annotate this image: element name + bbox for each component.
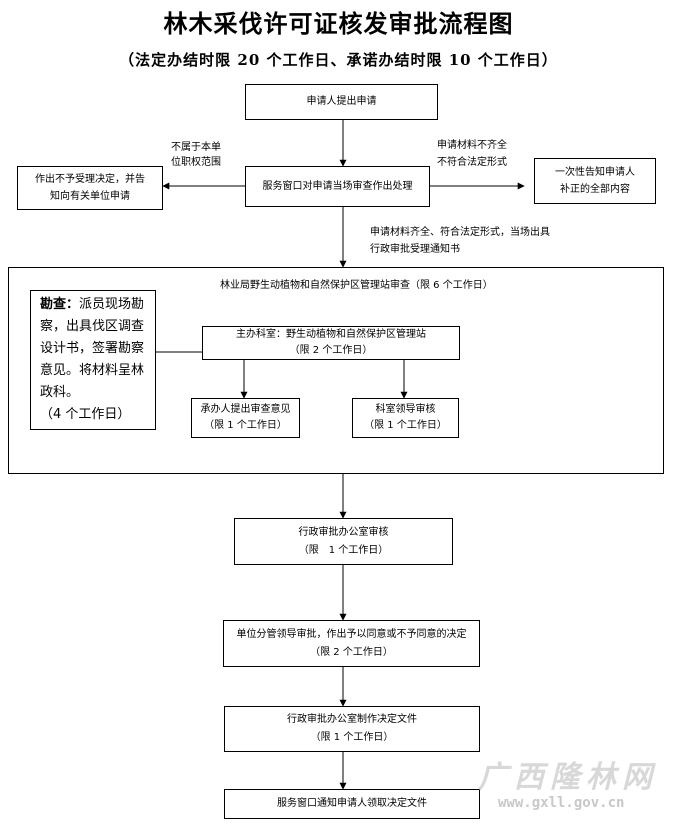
- node-admin-review-line1: 行政审批办公室审核: [298, 526, 389, 538]
- label-incomplete-line1: 申请材料不齐全: [437, 140, 507, 151]
- forestry-review-title: 林业局野生动植物和自然保护区管理站审查（限 6 个工作日）: [220, 280, 493, 291]
- node-handler-opinion-line1: 承办人提出审查意见: [200, 404, 291, 415]
- node-handler-opinion-line2: （限 1 个工作日）: [204, 420, 287, 431]
- site-watermark-url: www.gxll.gov.cn: [498, 795, 625, 811]
- forestry-review-container: [8, 267, 664, 474]
- node-main-office-line1: 主办科室：野生动植物和自然保护区管理站: [236, 329, 426, 340]
- node-window-review: 服务窗口对申请当场审查作出处理: [245, 166, 430, 207]
- node-decision-doc-line1: 行政审批办公室制作决定文件: [287, 714, 417, 725]
- node-unit-leader-line2: （限 2 个工作日）: [310, 646, 393, 658]
- node-unit-leader: 单位分管领导审批，作出予以同意或不予同意的决定 （限 2 个工作日）: [223, 620, 480, 667]
- node-apply-label: 申请人提出申请: [306, 96, 377, 107]
- label-out-of-scope-line2: 位职权范围: [171, 157, 221, 168]
- node-admin-review: 行政审批办公室审核 （限 1 个工作日）: [234, 518, 453, 565]
- survey-limit: （4 个工作日）: [40, 407, 131, 422]
- node-reject-notice-line2: 知向有关单位申请: [50, 191, 130, 202]
- page-subtitle: （法定办结时限 20 个工作日、承诺办结时限 10 个工作日）: [119, 51, 558, 69]
- node-handler-opinion: 承办人提出审查意见 （限 1 个工作日）: [191, 398, 300, 438]
- node-main-office: 主办科室：野生动植物和自然保护区管理站 （限 2 个工作日）: [202, 326, 460, 360]
- node-notify-applicant-label: 服务窗口通知申请人领取决定文件: [277, 798, 427, 809]
- node-decision-doc-line2: （限 1 个工作日）: [310, 732, 394, 743]
- survey-body: 派员现场勘察，出具伐区调查设计书，签署勘察意见。将材料呈林政科。: [40, 297, 145, 400]
- node-reject-notice: 作出不予受理决定，并告 知向有关单位申请: [17, 166, 163, 210]
- site-watermark: 广西隆林网: [478, 760, 658, 795]
- node-apply: 申请人提出申请: [245, 84, 438, 120]
- label-incomplete-line2: 不符合法定形式: [437, 157, 507, 168]
- node-one-time-notice: 一次性告知申请人 补正的全部内容: [534, 158, 656, 204]
- survey-box: 勘查：派员现场勘察，出具伐区调查设计书，签署勘察意见。将材料呈林政科。 （4 个…: [30, 290, 156, 430]
- label-complete-line1: 申请材料齐全、符合法定形式，当场出具: [370, 227, 550, 238]
- node-unit-leader-line1: 单位分管领导审批，作出予以同意或不予同意的决定: [236, 628, 467, 640]
- node-leader-review-line1: 科室领导审核: [375, 404, 436, 415]
- node-window-review-label: 服务窗口对申请当场审查作出处理: [262, 180, 413, 192]
- label-complete-line2: 行政审批受理通知书: [370, 244, 460, 255]
- label-out-of-scope: 不属于本单 位职权范围: [171, 140, 221, 170]
- node-leader-review-line2: （限 1 个工作日）: [364, 420, 447, 431]
- node-admin-review-line2: （限 1 个工作日）: [298, 544, 389, 556]
- node-notify-applicant: 服务窗口通知申请人领取决定文件: [224, 789, 480, 819]
- node-decision-doc: 行政审批办公室制作决定文件 （限 1 个工作日）: [224, 706, 480, 752]
- label-incomplete: 申请材料不齐全 不符合法定形式: [437, 137, 507, 171]
- label-out-of-scope-line1: 不属于本单: [171, 142, 221, 153]
- node-one-time-notice-line2: 补正的全部内容: [560, 184, 630, 195]
- label-complete: 申请材料齐全、符合法定形式，当场出具 行政审批受理通知书: [370, 224, 550, 258]
- page-title: 林木采伐许可证核发审批流程图: [163, 9, 514, 38]
- node-leader-review: 科室领导审核 （限 1 个工作日）: [352, 398, 459, 438]
- node-one-time-notice-line1: 一次性告知申请人: [555, 167, 635, 178]
- node-reject-notice-line1: 作出不予受理决定，并告: [35, 174, 145, 185]
- survey-heading: 勘查：: [40, 297, 80, 312]
- node-main-office-line2: （限 2 个工作日）: [289, 345, 373, 356]
